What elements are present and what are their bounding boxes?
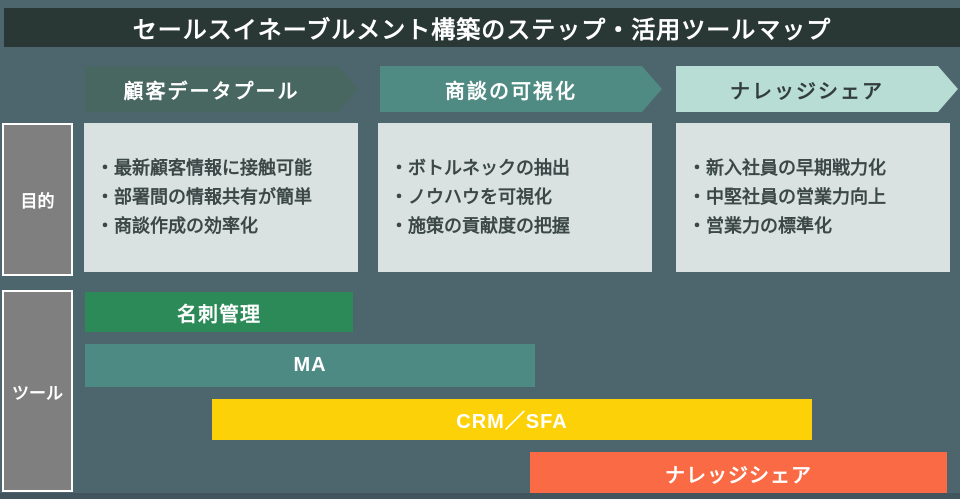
bullet-item: ・ボトルネックの抽出: [390, 158, 570, 178]
slide-title: セールスイネーブルメント構築のステップ・活用ツールマップ: [132, 17, 832, 44]
bullet-item: ・中堅社員の営業力向上: [688, 187, 886, 207]
row-label-tools-text: ツール: [12, 383, 63, 403]
step-arrow-deal-visualization: 商談の可視化: [380, 66, 662, 112]
purpose-box-knowledge-share: ・新入社員の早期戦力化 ・中堅社員の営業力向上 ・営業力の標準化: [676, 123, 950, 272]
purpose-box-customer-data-pool: ・最新顧客情報に接触可能 ・部署間の情報共有が簡単 ・商談作成の効率化: [84, 123, 358, 272]
bullet-item: ・商談作成の効率化: [96, 216, 258, 236]
row-label-tools: ツール: [2, 290, 73, 492]
tool-bar-label: ナレッジシェア: [665, 464, 812, 487]
row-label-purpose: 目的: [2, 123, 73, 276]
title-bar: セールスイネーブルメント構築のステップ・活用ツールマップ: [4, 8, 960, 47]
bullet-item: ・ノウハウを可視化: [390, 187, 552, 207]
step-label-deal-visualization: 商談の可視化: [445, 80, 577, 103]
step-arrow-customer-data-pool: 顧客データプール: [85, 66, 358, 112]
step-label-customer-data-pool: 顧客データプール: [123, 80, 300, 103]
step-label-knowledge-share: ナレッジシェア: [730, 80, 884, 103]
tool-bar-label: 名刺管理: [177, 303, 261, 326]
bottom-strip: [0, 493, 960, 499]
bullet-item: ・施策の貢献度の把握: [390, 216, 570, 236]
bullet-item: ・最新顧客情報に接触可能: [96, 158, 312, 178]
bullet-item: ・新入社員の早期戦力化: [688, 158, 886, 178]
step-arrow-knowledge-share: ナレッジシェア: [676, 66, 958, 112]
purpose-box-deal-visualization: ・ボトルネックの抽出 ・ノウハウを可視化 ・施策の貢献度の把握: [378, 123, 652, 272]
tool-bar-ma: MA: [85, 344, 535, 387]
tool-bar-business-card-management: 名刺管理: [85, 292, 353, 332]
tool-bar-label: MA: [293, 354, 327, 376]
tool-bar-crm-sfa: CRM／SFA: [212, 399, 812, 440]
tool-bar-knowledge-share: ナレッジシェア: [530, 452, 947, 494]
bullet-item: ・部署間の情報共有が簡単: [96, 187, 312, 207]
bullet-item: ・営業力の標準化: [688, 216, 832, 236]
tool-bar-label: CRM／SFA: [456, 411, 568, 433]
row-label-purpose-text: 目的: [20, 192, 55, 211]
